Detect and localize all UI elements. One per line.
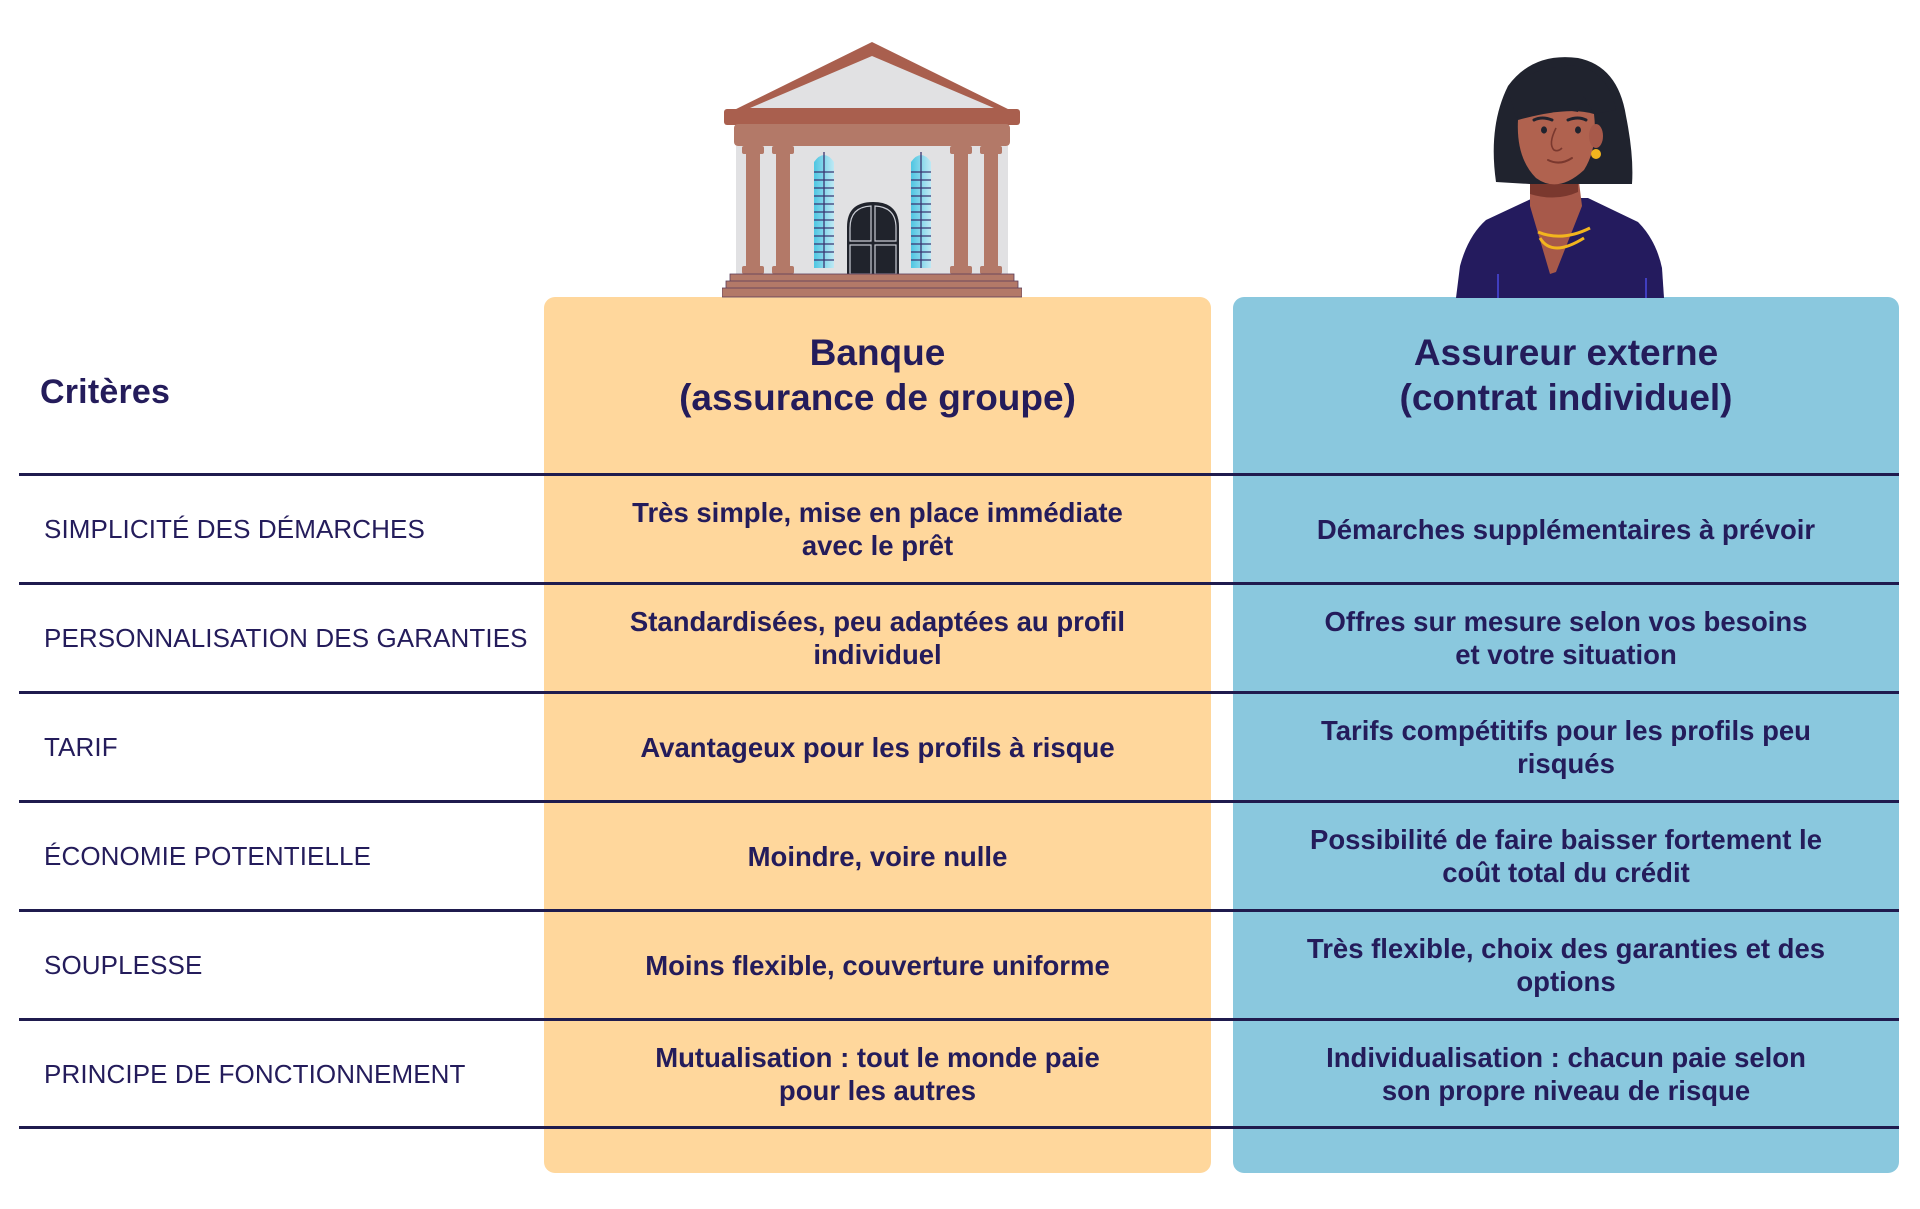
insurer-cell: Démarches supplémentaires à prévoir (1233, 476, 1899, 582)
cell-line: Mutualisation : tout le monde paie (655, 1042, 1100, 1073)
bank-cell: Moindre, voire nulle (544, 803, 1211, 909)
insurer-cell: Tarifs compétitifs pour les profils peu … (1233, 694, 1899, 800)
cell-line: coût total du crédit (1442, 857, 1690, 888)
cell-line: Possibilité de faire baisser fortement l… (1310, 824, 1822, 855)
criterion-label: PRINCIPE DE FONCTIONNEMENT (44, 1058, 466, 1089)
insurer-column-title: Assureur externe (1413, 332, 1719, 373)
row-divider (19, 691, 1899, 694)
cell-line: Démarches supplémentaires à prévoir (1316, 513, 1816, 545)
insurer-column-header: Assureur externe (contrat individuel) (1233, 330, 1899, 420)
table-row-souplesse: SOUPLESSE Moins flexible, couverture uni… (0, 912, 1920, 1018)
row-divider (19, 909, 1899, 912)
cell-line: son propre niveau de risque (1381, 1075, 1751, 1106)
cell-line: individuel (813, 639, 942, 670)
criterion-label: SIMPLICITÉ DES DÉMARCHES (44, 513, 425, 544)
row-divider (19, 800, 1899, 803)
cell-line: risqués (1517, 748, 1615, 779)
bank-cell: Mutualisation : tout le monde paie pour … (544, 1021, 1211, 1127)
bank-cell: Avantageux pour les profils à risque (544, 694, 1211, 800)
row-divider (19, 1018, 1899, 1021)
insurer-column-subtitle: (contrat individuel) (1399, 377, 1733, 418)
criteria-column-header: Critères (40, 373, 171, 411)
table-row-tarif: TARIF Avantageux pour les profils à risq… (0, 694, 1920, 800)
bank-column-subtitle: (assurance de groupe) (679, 377, 1076, 418)
header-divider (19, 473, 1899, 476)
cell-line: Moins flexible, couverture uniforme (645, 949, 1110, 981)
bank-cell: Moins flexible, couverture uniforme (544, 912, 1211, 1018)
bank-column-header: Banque (assurance de groupe) (544, 330, 1211, 420)
cell-line: et votre situation (1455, 639, 1677, 670)
table-row-personnalisation: PERSONNALISATION DES GARANTIES Standardi… (0, 585, 1920, 691)
insurer-column-panel (1233, 297, 1899, 1173)
cell-line: Avantageux pour les profils à risque (640, 731, 1115, 763)
insurer-cell: Individualisation : chacun paie selon so… (1233, 1021, 1899, 1127)
insurer-cell: Très flexible, choix des garanties et de… (1233, 912, 1899, 1018)
bank-column-panel (544, 297, 1211, 1173)
cell-line: avec le prêt (801, 530, 954, 561)
cell-line: Tarifs compétitifs pour les profils peu (1321, 715, 1811, 746)
bank-cell: Standardisées, peu adaptées au profil in… (544, 585, 1211, 691)
table-row-economie: ÉCONOMIE POTENTIELLE Moindre, voire null… (0, 803, 1920, 909)
table-row-simplicite: SIMPLICITÉ DES DÉMARCHES Très simple, mi… (0, 476, 1920, 582)
insurer-cell: Offres sur mesure selon vos besoins et v… (1233, 585, 1899, 691)
cell-line: Standardisées, peu adaptées au profil (629, 606, 1126, 637)
row-divider (19, 1126, 1899, 1129)
cell-line: pour les autres (778, 1075, 977, 1106)
cell-line: options (1516, 966, 1616, 997)
bank-building-icon (722, 42, 1022, 298)
cell-line: Individualisation : chacun paie selon (1326, 1042, 1806, 1073)
bank-column-title: Banque (809, 332, 946, 373)
woman-portrait-icon (1456, 57, 1664, 298)
cell-line: Très simple, mise en place immédiate (632, 497, 1123, 528)
criterion-label: PERSONNALISATION DES GARANTIES (44, 622, 528, 653)
cell-line: Offres sur mesure selon vos besoins (1324, 606, 1808, 637)
criterion-label: TARIF (44, 731, 118, 762)
criterion-label: SOUPLESSE (44, 949, 203, 980)
cell-line: Moindre, voire nulle (747, 840, 1008, 872)
bank-cell: Très simple, mise en place immédiate ave… (544, 476, 1211, 582)
row-divider (19, 582, 1899, 585)
cell-line: Très flexible, choix des garanties et de… (1306, 933, 1826, 964)
insurer-cell: Possibilité de faire baisser fortement l… (1233, 803, 1899, 909)
table-row-principe: PRINCIPE DE FONCTIONNEMENT Mutualisation… (0, 1021, 1920, 1127)
criterion-label: ÉCONOMIE POTENTIELLE (44, 840, 372, 871)
